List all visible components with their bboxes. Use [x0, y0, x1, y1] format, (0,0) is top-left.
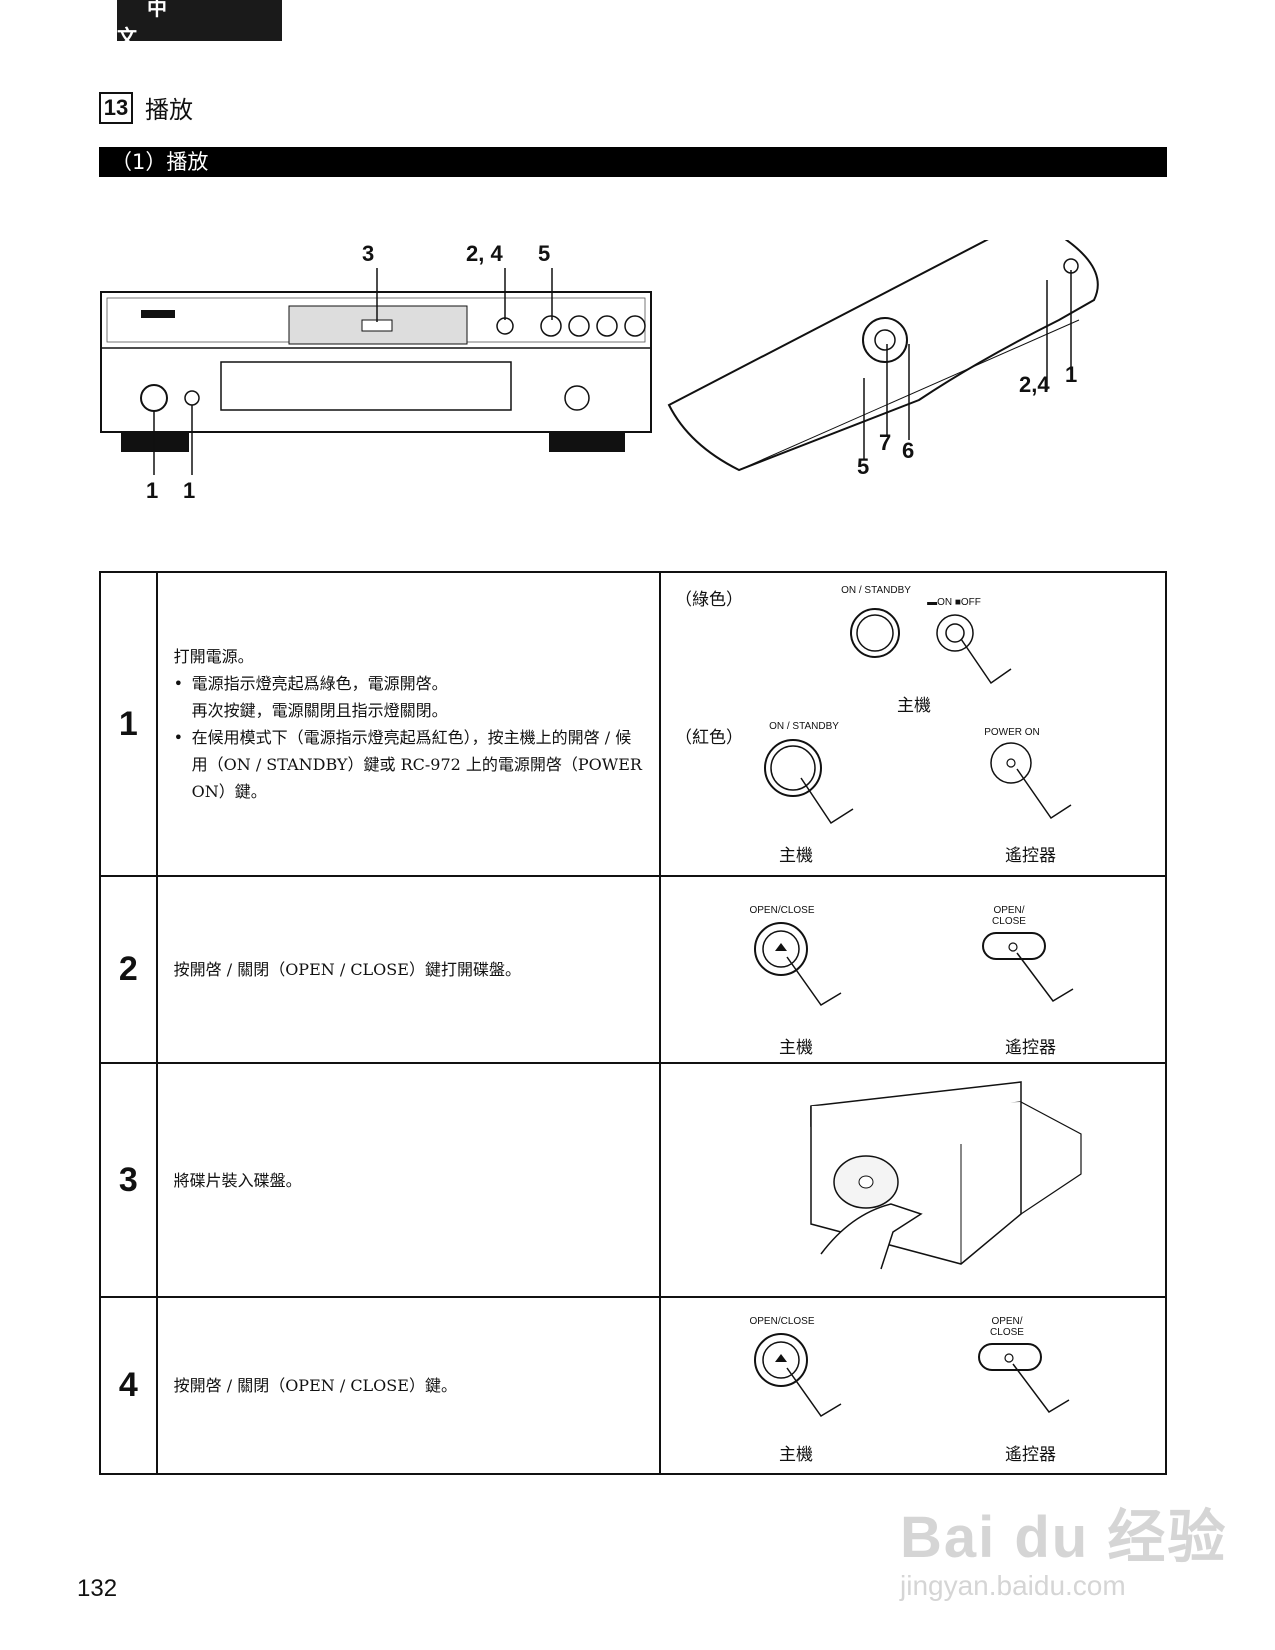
on-off-switch-icon — [937, 615, 1011, 683]
dvd-player-illustration — [101, 268, 651, 475]
unit-label: 主機 — [779, 1440, 813, 1465]
watermark: Bai du 经验 jingyan.baidu.com — [900, 1490, 1227, 1602]
open-close-drawing — [661, 877, 1165, 1062]
step-text: 按開啓 / 關閉（OPEN / CLOSE）鍵打開碟盤。 — [174, 956, 643, 983]
unit-label: 主機 — [779, 1033, 813, 1058]
step-illustration: （綠色） （紅色） ON / STANDBY ON / STANDBY ▬ON … — [660, 572, 1166, 876]
page-number: 132 — [77, 1575, 117, 1603]
step-description: 打開電源。 電源指示燈亮起爲綠色，電源開啓。 再次按鍵，電源關閉且指示燈關閉。 … — [157, 572, 660, 876]
standby-button-green-icon — [851, 609, 899, 657]
remote-label: 遙控器 — [1005, 841, 1056, 866]
callout-play: 5 — [538, 241, 550, 267]
step-row: 4 按開啓 / 關閉（OPEN / CLOSE）鍵。 OPEN/CLOSE OP… — [100, 1297, 1166, 1474]
step-row: 2 按開啓 / 關閉（OPEN / CLOSE）鍵打開碟盤。 OPEN/CLOS… — [100, 876, 1166, 1063]
callout-remote-power: 1 — [1065, 362, 1077, 388]
unit-label: 主機 — [779, 841, 813, 866]
overview-figure: 3 2, 4 5 1 1 1 2,4 7 6 5 — [99, 240, 1179, 540]
step-number: 1 — [100, 572, 157, 876]
callout-remote-5: 5 — [857, 454, 869, 480]
step-number: 3 — [100, 1063, 157, 1297]
step-number: 2 — [100, 876, 157, 1063]
remote-open-close-button-icon — [983, 933, 1073, 1001]
remote-label: 遙控器 — [1005, 1033, 1056, 1058]
step-row: 1 打開電源。 電源指示燈亮起爲綠色，電源開啓。 再次按鍵，電源關閉且指示燈關閉… — [100, 572, 1166, 876]
callout-power-1: 1 — [146, 478, 158, 504]
step-bullets: 電源指示燈亮起爲綠色，電源開啓。 再次按鍵，電源關閉且指示燈關閉。 在候用模式下… — [174, 670, 643, 805]
callout-open-close: 2, 4 — [466, 241, 503, 267]
eject-button-icon — [755, 1334, 841, 1416]
callout-remote-6: 6 — [902, 438, 914, 464]
player-and-remote-illustration — [99, 240, 1179, 540]
subsection-bar: （1）播放 — [99, 147, 1167, 177]
step-text: 按開啓 / 關閉（OPEN / CLOSE）鍵。 — [174, 1372, 643, 1399]
section-title: 播放 — [145, 90, 193, 125]
step-number: 4 — [100, 1297, 157, 1474]
watermark-url: jingyan.baidu.com — [900, 1570, 1227, 1602]
callout-disc-tray: 3 — [362, 241, 374, 267]
callout-remote-7: 7 — [879, 430, 891, 456]
step-text: 將碟片裝入碟盤。 — [174, 1167, 643, 1194]
step-description: 按開啓 / 關閉（OPEN / CLOSE）鍵。 — [157, 1297, 660, 1474]
watermark-logo: Bai du 经验 — [900, 1490, 1227, 1574]
step-illustration — [660, 1063, 1166, 1297]
load-disc-drawing — [661, 1064, 1165, 1292]
callout-power-2: 1 — [183, 478, 195, 504]
step-illustration: OPEN/CLOSE OPEN/ CLOSE 主機 — [660, 876, 1166, 1063]
steps-table: 1 打開電源。 電源指示燈亮起爲綠色，電源開啓。 再次按鍵，電源關閉且指示燈關閉… — [99, 571, 1167, 1475]
step-illustration: OPEN/CLOSE OPEN/ CLOSE 主機 — [660, 1297, 1166, 1474]
section-heading: 13 播放 — [99, 90, 193, 125]
remote-label: 遙控器 — [1005, 1440, 1056, 1465]
remote-open-close-button-icon — [979, 1344, 1069, 1412]
standby-button-red-icon — [765, 740, 853, 823]
power-on-button-icon — [991, 743, 1071, 818]
disc-icon — [834, 1156, 898, 1208]
section-number: 13 — [99, 92, 133, 124]
callout-remote-open-close: 2,4 — [1019, 372, 1050, 398]
step-bullet: 在候用模式下（電源指示燈亮起爲紅色），按主機上的開啓 / 候用（ON / STA… — [174, 724, 643, 805]
step-row: 3 將碟片裝入碟盤。 — [100, 1063, 1166, 1297]
eject-button-icon — [755, 923, 841, 1005]
open-close-drawing — [661, 1298, 1165, 1473]
language-tab: 中 文 — [117, 0, 282, 41]
power-buttons-drawing — [661, 573, 1165, 875]
step-description: 按開啓 / 關閉（OPEN / CLOSE）鍵打開碟盤。 — [157, 876, 660, 1063]
step-description: 將碟片裝入碟盤。 — [157, 1063, 660, 1297]
unit-label: 主機 — [897, 691, 931, 716]
step-bullet: 電源指示燈亮起爲綠色，電源開啓。 再次按鍵，電源關閉且指示燈關閉。 — [174, 670, 643, 724]
step-intro: 打開電源。 — [174, 643, 643, 670]
